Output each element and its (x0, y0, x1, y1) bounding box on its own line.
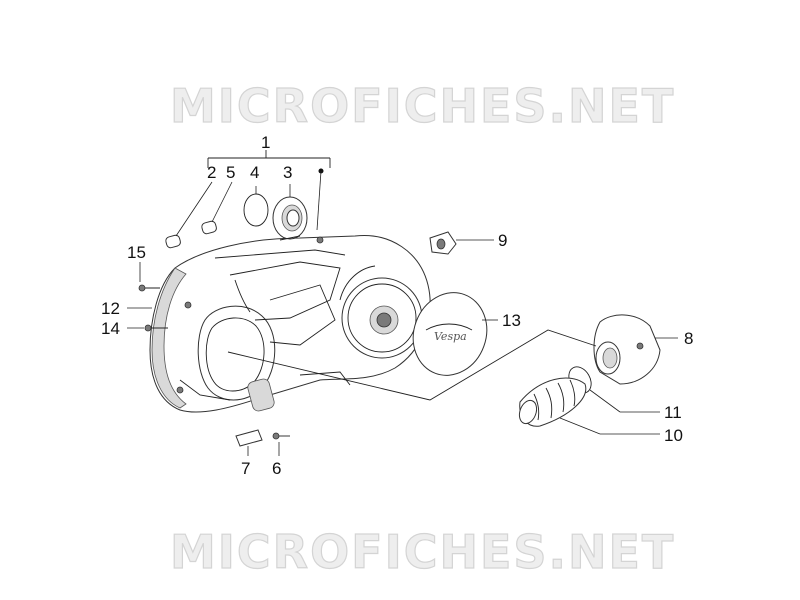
callout-14: 14 (101, 319, 120, 338)
bellows-hose-10 (518, 377, 660, 435)
bearing-3 (272, 184, 308, 240)
bracket-7 (235, 429, 263, 456)
callout-8: 8 (684, 329, 693, 348)
circlip-4 (243, 186, 269, 227)
callout-13: 13 (502, 311, 521, 330)
group-bracket-1 (207, 150, 331, 231)
callout-3: 3 (283, 163, 292, 182)
screw-15 (138, 262, 160, 292)
callout-15: 15 (127, 243, 146, 262)
grommet-9 (429, 231, 494, 255)
callout-12: 12 (101, 299, 120, 318)
intake-duct-8 (593, 314, 678, 385)
crankcase-cover (149, 234, 431, 413)
screw-14 (127, 324, 168, 332)
cover-plate-13: Vespa (412, 292, 498, 376)
callout-9: 9 (498, 231, 507, 250)
dowel-pin-2 (165, 181, 213, 249)
watermark-top: MICROFICHES.NET (170, 79, 675, 133)
assembly-guides (227, 235, 597, 401)
callout-6: 6 (272, 459, 281, 478)
callout-7: 7 (241, 459, 250, 478)
dowel-pin-5 (201, 181, 233, 235)
screw-6 (272, 432, 290, 456)
watermark-bottom: MICROFICHES.NET (170, 525, 675, 579)
callout-2: 2 (207, 163, 216, 182)
callout-5: 5 (226, 163, 235, 182)
cover-logo: Vespa (434, 330, 467, 343)
callout-1: 1 (261, 133, 270, 152)
callout-4: 4 (250, 163, 259, 182)
callout-11: 11 (664, 403, 682, 422)
callout-10: 10 (664, 426, 683, 445)
